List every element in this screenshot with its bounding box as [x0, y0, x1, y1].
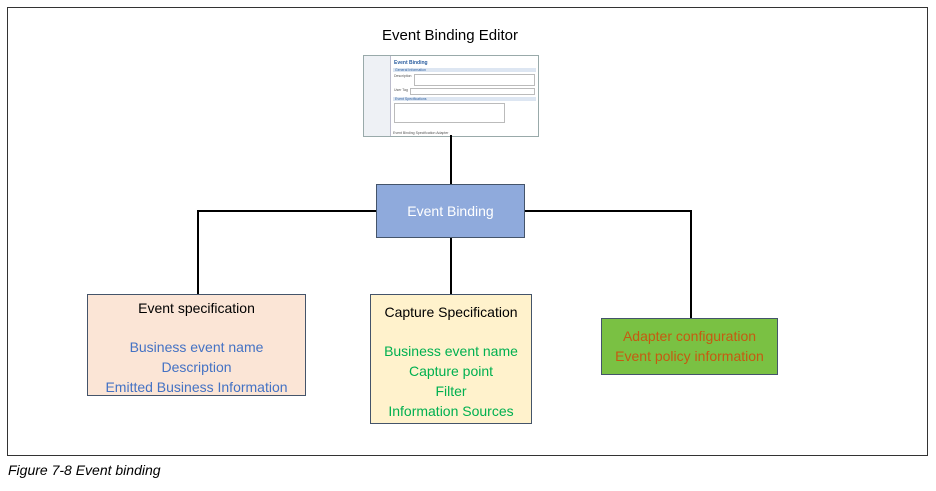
- editor-screenshot-thumbnail: Event Binding General Information Descri…: [363, 55, 539, 137]
- connector: [197, 210, 199, 294]
- thumbnail-sidebar: [364, 56, 391, 136]
- node-title: Event specification: [138, 300, 255, 316]
- thumbnail-label: User Tag: [394, 88, 408, 92]
- thumbnail-tabs: Event Binding Specification Adapter: [393, 131, 449, 135]
- event-binding-node: Event Binding: [376, 184, 525, 238]
- node-label: Event Binding: [407, 203, 494, 219]
- thumbnail-section: General Information: [393, 68, 536, 72]
- node-item: Filter: [435, 383, 467, 399]
- editor-title: Event Binding Editor: [382, 27, 518, 44]
- node-item: Description: [161, 359, 232, 375]
- node-item: Adapter configuration: [622, 328, 757, 344]
- figure-frame: [7, 7, 928, 456]
- thumbnail-label: Description: [394, 74, 412, 78]
- connector: [450, 135, 452, 184]
- node-item: Business event name: [129, 339, 264, 355]
- figure-caption: Figure 7-8 Event binding: [8, 462, 161, 478]
- node-item: Capture point: [408, 363, 494, 379]
- thumbnail-section: Event Specifications: [393, 97, 536, 101]
- thumbnail-main: Event Binding General Information Descri…: [391, 56, 538, 136]
- node-item: Event policy information: [615, 348, 764, 364]
- node-title: Capture Specification: [384, 304, 518, 320]
- connector: [690, 210, 692, 318]
- node-item: Emitted Business Information: [105, 379, 288, 395]
- thumbnail-header: Event Binding: [394, 60, 428, 66]
- node-item: Business event name: [384, 343, 518, 359]
- node-item: Information Sources: [388, 403, 514, 419]
- capture-specification-node: Capture Specification Business event nam…: [370, 294, 532, 424]
- connector: [450, 238, 452, 294]
